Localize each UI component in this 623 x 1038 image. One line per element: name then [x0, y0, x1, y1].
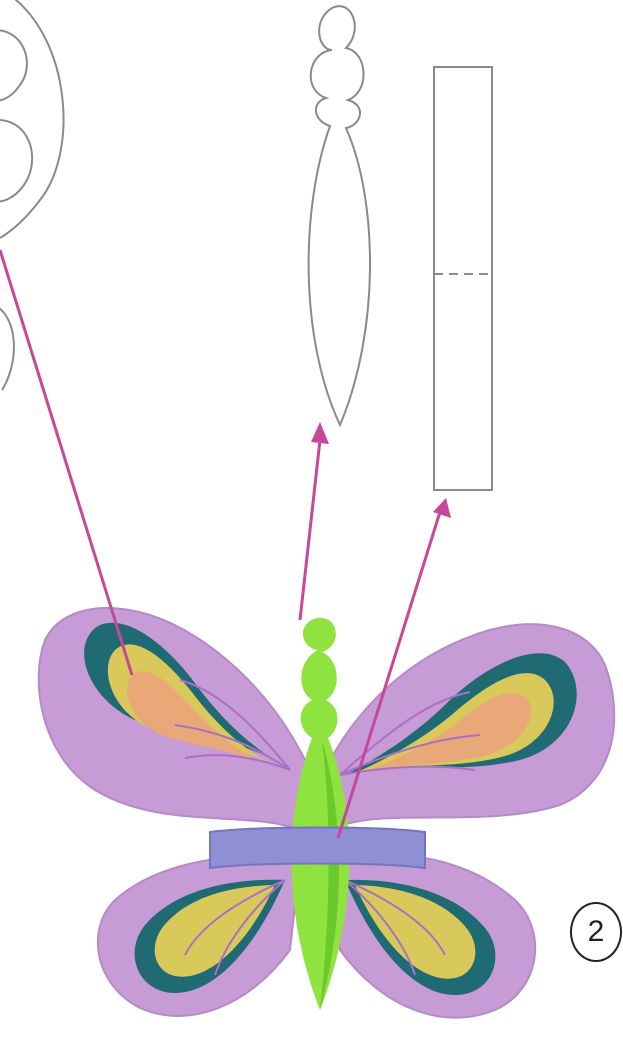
arrowhead-strap	[433, 498, 451, 518]
arrow-to-wing-template	[0, 250, 132, 675]
step-number-label: 2	[588, 917, 605, 947]
arrowhead-body	[311, 422, 329, 444]
body-outline-icon	[309, 6, 370, 425]
butterfly-craft-icon	[39, 608, 615, 1018]
arrow-to-body-template	[300, 440, 320, 620]
paper-strap	[210, 828, 425, 869]
step-number-badge: 2	[570, 902, 622, 962]
strap-rectangle-icon	[434, 67, 492, 490]
wing-outline-icon	[0, 0, 64, 390]
